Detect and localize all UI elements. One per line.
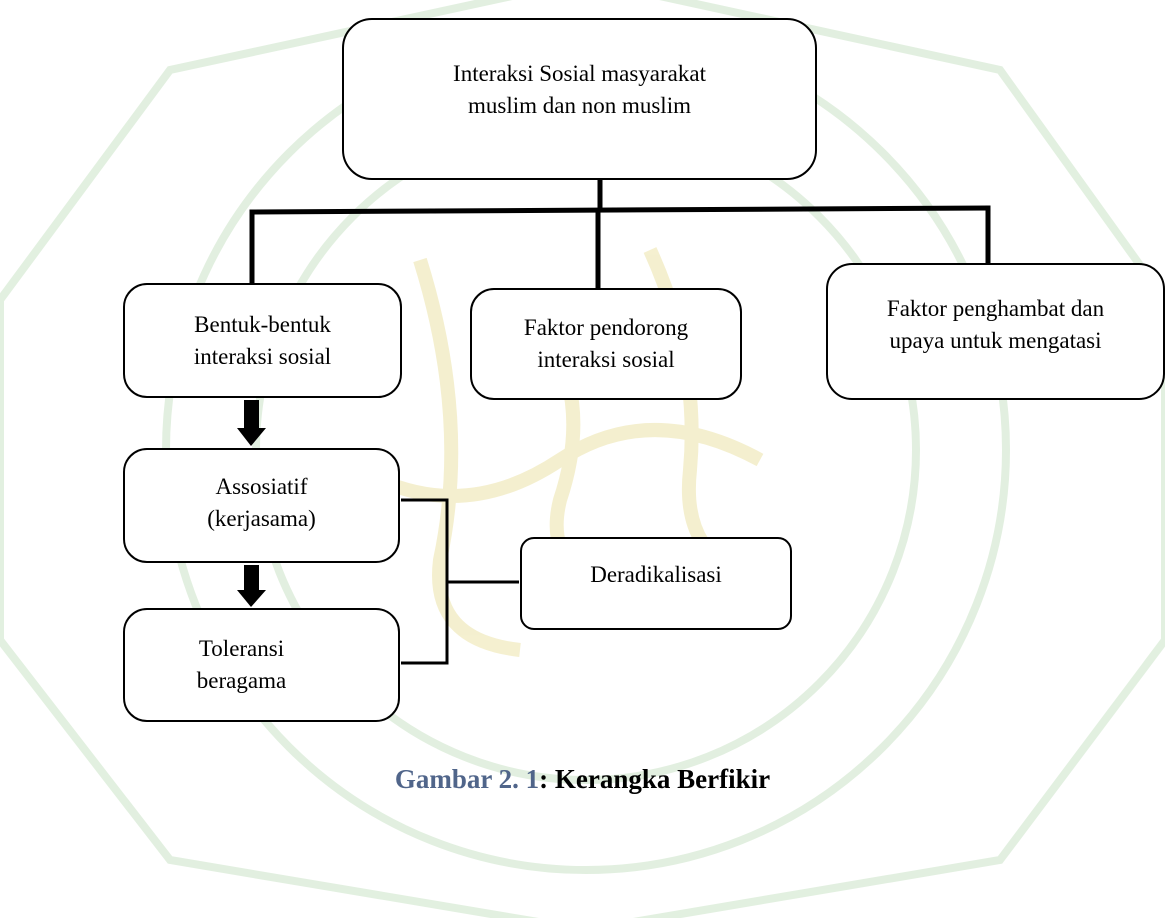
arrow-down-1: [237, 428, 266, 446]
node-deradikalisasi: Deradikalisasi: [520, 537, 792, 630]
node-faktor-pendorong-label: Faktor pendorong interaksi sosial: [523, 315, 689, 372]
node-assosiatif-label: Assosiatif (kerjasama): [207, 473, 316, 531]
node-faktor-penghambat-label: Faktor penghambat dan upaya untuk mengat…: [886, 295, 1105, 353]
node-bentuk-interaksi-label: Bentuk-bentuk interaksi sosial: [193, 311, 332, 369]
node-deradikalisasi-label: Deradikalisasi: [590, 561, 722, 587]
figure-caption: Gambar 2. 1: Kerangka Berfikir: [0, 764, 1165, 795]
branch-bar: [249, 205, 991, 215]
node-toleransi-label: Toleransi beragama: [196, 636, 287, 693]
node-assosiatif: Assosiatif (kerjasama): [123, 448, 400, 563]
node-interaksi-sosial: Interaksi Sosial masyarakat muslim dan n…: [342, 18, 817, 180]
figure-caption-label: Gambar 2. 1: [394, 764, 540, 794]
node-faktor-penghambat: Faktor penghambat dan upaya untuk mengat…: [826, 263, 1165, 400]
figure-caption-text: : Kerangka Berfikir: [539, 764, 771, 794]
arrow-down-2: [237, 590, 266, 607]
node-interaksi-sosial-label: Interaksi Sosial masyarakat muslim dan n…: [453, 61, 706, 118]
node-faktor-pendorong: Faktor pendorong interaksi sosial: [470, 288, 742, 400]
node-bentuk-interaksi: Bentuk-bentuk interaksi sosial: [123, 283, 402, 398]
bracket-connector: [401, 498, 449, 665]
node-toleransi: Toleransi beragama: [123, 608, 400, 722]
